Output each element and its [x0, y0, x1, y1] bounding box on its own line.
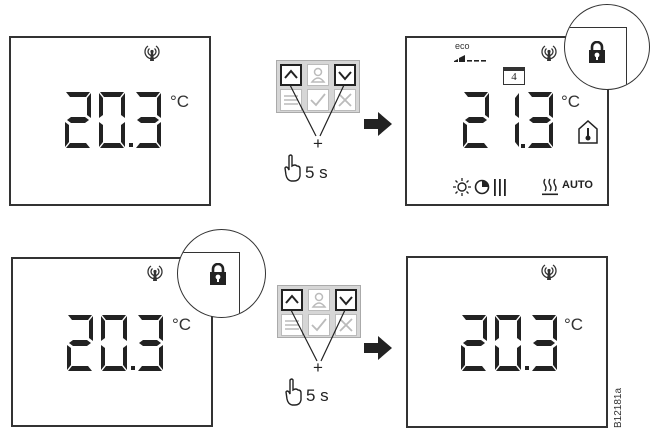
arrow-right-icon: [364, 112, 392, 136]
chevron-down-icon: [339, 296, 353, 306]
temperature-readout: [63, 90, 173, 150]
arrow-right-icon: [364, 336, 392, 360]
finger-press-icon: [285, 378, 302, 406]
user-button[interactable]: [308, 289, 330, 311]
combo-plus: +: [313, 134, 323, 153]
confirm-button[interactable]: [308, 314, 330, 336]
temperature-readout: [461, 90, 571, 148]
antenna-icon: [541, 45, 557, 62]
unit-label: °C: [170, 92, 190, 111]
menu-button[interactable]: [280, 89, 302, 111]
finger-press-icon: [284, 154, 301, 182]
press-lines: [289, 84, 345, 137]
down-button[interactable]: [335, 289, 357, 311]
close-icon: [339, 318, 353, 332]
chevron-up-icon: [285, 294, 299, 304]
unit-label: °C: [172, 315, 192, 334]
unit-label: °C: [564, 315, 584, 334]
lock-icon: [588, 41, 606, 63]
display-before-lock: °C: [9, 36, 211, 206]
room-thermometer-icon: [578, 120, 598, 144]
temperature-readout: [65, 313, 175, 373]
mode-label: AUTO: [562, 179, 593, 191]
down-button[interactable]: [334, 64, 356, 86]
eco-label: eco: [455, 41, 470, 51]
up-button[interactable]: [280, 64, 302, 86]
clock-icon: [474, 179, 490, 195]
heating-icon: [542, 178, 558, 196]
user-icon: [310, 67, 326, 83]
close-icon: [338, 93, 352, 107]
duration-label: 5 s: [306, 386, 329, 405]
antenna-icon: [147, 265, 163, 282]
chevron-up-icon: [284, 69, 298, 79]
antenna-icon: [144, 45, 160, 62]
fan-bars-icon: [494, 179, 506, 196]
up-button[interactable]: [281, 289, 303, 311]
user-button[interactable]: [307, 64, 329, 86]
unit-label: °C: [561, 92, 581, 111]
check-icon: [311, 318, 327, 332]
temperature-readout: [459, 313, 569, 373]
duration-label: 5 s: [305, 163, 328, 182]
day-indicator: 4: [503, 67, 525, 85]
check-icon: [310, 93, 326, 107]
lock-zoom-callout: [177, 229, 266, 318]
user-icon: [311, 292, 327, 308]
press-lines: [290, 309, 346, 362]
sun-icon: [453, 178, 471, 196]
confirm-button[interactable]: [307, 89, 329, 111]
display-unlocked: °C: [406, 256, 608, 428]
lock-zoom-callout: [564, 4, 650, 90]
chevron-down-icon: [338, 71, 352, 81]
eco-bars-icon: [454, 55, 486, 62]
menu-button[interactable]: [281, 314, 303, 336]
keypad: [276, 60, 360, 113]
lock-icon: [209, 263, 227, 285]
combo-plus: +: [313, 358, 323, 377]
antenna-icon: [541, 264, 557, 281]
figure-code: B12181a: [613, 387, 624, 428]
